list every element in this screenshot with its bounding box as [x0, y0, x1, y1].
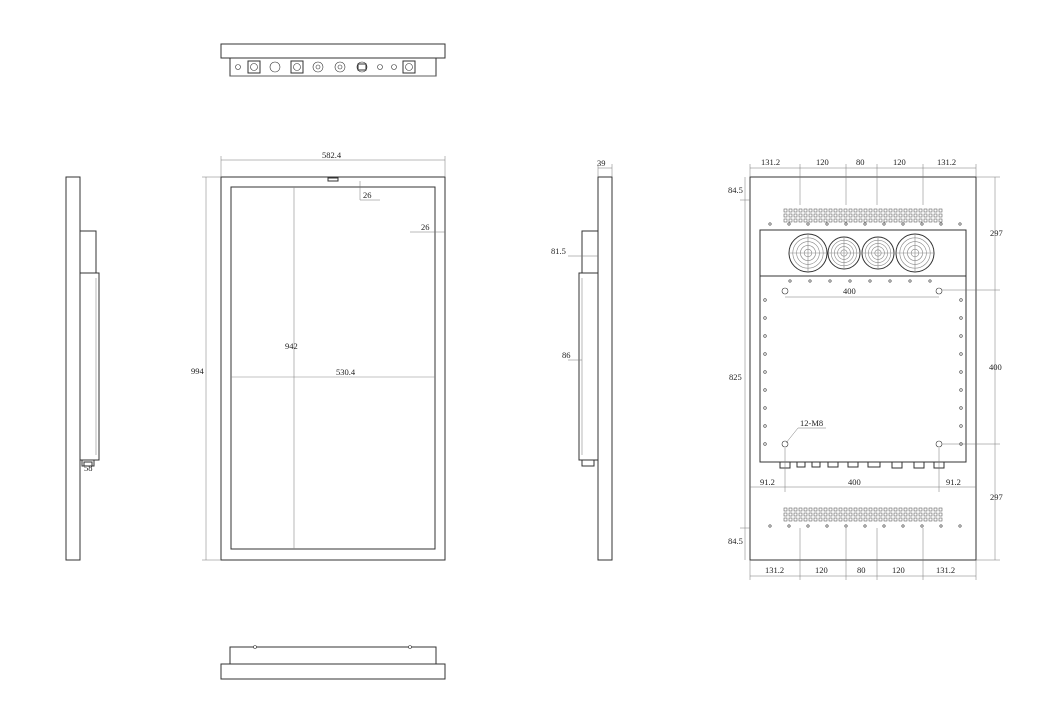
front-inner-height-label: 942 [285, 341, 298, 351]
rear-top-dim-2: 120 [816, 157, 829, 167]
rear-bottom-dim-2: 120 [815, 565, 828, 575]
rear-bottom-dim-3: 80 [857, 565, 866, 575]
rear-left-bottom-label: 84.5 [728, 536, 743, 546]
rear-view: 131.2 120 80 120 131.2 131.2 120 80 120 … [728, 157, 1003, 580]
side-offset-top-label: 81.5 [551, 246, 566, 256]
side-offset-mid-label: 86 [562, 350, 571, 360]
rear-vesa-dimensions: 400 400 91.2 91.2 [750, 286, 976, 492]
edge-screws [763, 222, 963, 528]
rear-bottom-dim-5: 131.2 [936, 565, 955, 575]
screw-callout: 12-M8 [785, 418, 826, 444]
rear-top-dim-5: 131.2 [937, 157, 956, 167]
upper-vent-grille [783, 208, 943, 223]
front-border-side-label: 26 [421, 222, 430, 232]
fan-module [788, 233, 935, 273]
right-side-view: 39 81.5 86 [551, 158, 613, 561]
vesa-right-label: 91.2 [946, 477, 961, 487]
rear-left-top-label: 84.5 [728, 185, 743, 195]
front-width-label: 582.4 [322, 150, 342, 160]
rear-right-top-label: 297 [990, 228, 1003, 238]
lower-vent-grille [783, 507, 943, 522]
top-view [220, 43, 446, 77]
screw-callout-label: 12-M8 [800, 418, 823, 428]
rear-top-dim-1: 131.2 [761, 157, 780, 167]
svg-text:58: 58 [84, 463, 93, 473]
rear-left-dimensions: 84.5 825 84.5 [728, 177, 750, 560]
rear-bottom-dimensions: 131.2 120 80 120 131.2 [749, 528, 977, 580]
rear-left-mid-label: 825 [729, 372, 742, 382]
vesa-left-label: 91.2 [760, 477, 775, 487]
rear-right-bottom-label: 297 [990, 492, 1003, 502]
side-depth-label: 39 [597, 158, 606, 168]
vesa-bottom-label: 400 [848, 477, 861, 487]
rear-right-mid-label: 400 [989, 362, 1002, 372]
rear-top-dim-4: 120 [893, 157, 906, 167]
rear-top-dim-3: 80 [856, 157, 865, 167]
top-connectors [235, 60, 416, 74]
rear-top-dimensions: 131.2 120 80 120 131.2 [749, 157, 977, 205]
front-inner-width-label: 530.4 [336, 367, 356, 377]
vesa-top-label: 400 [843, 286, 856, 296]
left-side-view: 58 [65, 176, 100, 561]
front-view: 582.4 26 26 994 942 530.4 [191, 150, 446, 561]
rear-right-dimensions: 297 400 297 [942, 176, 1003, 561]
bottom-view [220, 645, 446, 680]
front-height-label: 994 [191, 366, 205, 376]
rear-bottom-dim-4: 120 [892, 565, 905, 575]
vesa-holes [781, 287, 943, 448]
front-border-top-label: 26 [363, 190, 372, 200]
rear-connectors [779, 461, 945, 469]
rear-bottom-dim-1: 131.2 [765, 565, 784, 575]
